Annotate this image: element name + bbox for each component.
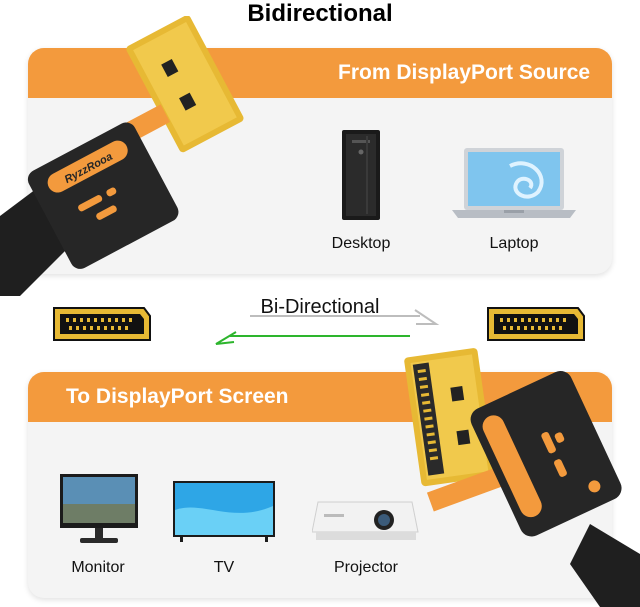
bidirectional-label: Bi-Directional [260, 296, 380, 318]
screen-panel-heading: To DisplayPort Screen [66, 385, 289, 408]
page-title: Bidirectional [247, 0, 393, 27]
displayport-plug-bottom [390, 344, 640, 607]
source-panel-heading: From DisplayPort Source [338, 61, 591, 84]
device-label-projector: Projector [333, 559, 399, 576]
desktop-tower-icon [336, 126, 386, 226]
dp-port-left [52, 306, 152, 342]
device-label-tv: TV [213, 559, 235, 576]
displayport-plug-top: RyzzRooa [0, 16, 250, 296]
tv-icon [172, 480, 276, 542]
source-panel-band [28, 48, 612, 98]
dp-port-right [486, 306, 586, 342]
device-label-desktop: Desktop [331, 235, 391, 252]
laptop-icon [450, 146, 578, 220]
device-label-monitor: Monitor [71, 559, 125, 576]
device-label-laptop: Laptop [489, 235, 539, 252]
monitor-icon [58, 472, 140, 546]
bidirectional-arrows-icon [210, 306, 440, 350]
projector-icon [312, 492, 422, 544]
